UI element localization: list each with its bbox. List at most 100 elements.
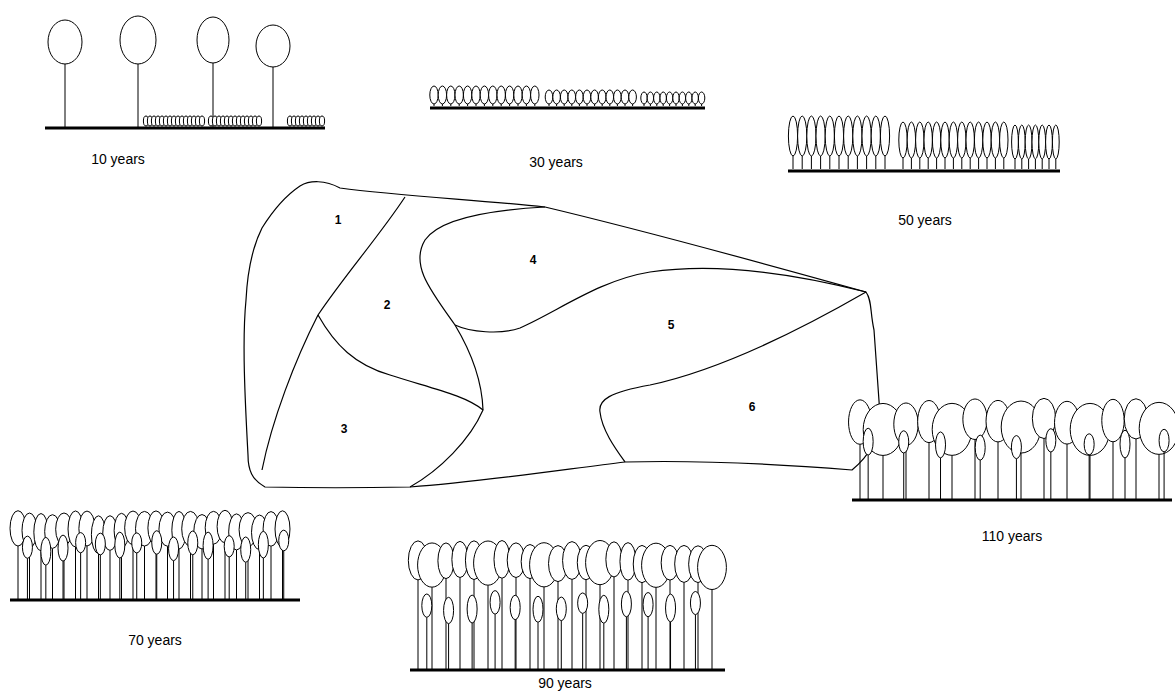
- tree-symbol: [115, 532, 125, 599]
- tree-symbol: [599, 595, 609, 669]
- tree-symbol: [120, 16, 156, 128]
- tree-symbol: [975, 435, 985, 499]
- tree-symbol: [22, 536, 32, 599]
- tree-symbol: [788, 116, 797, 169]
- tree-symbol: [1052, 125, 1059, 169]
- tree-symbol: [505, 86, 513, 106]
- tree-symbol: [455, 86, 463, 106]
- tree-symbol: [489, 86, 497, 106]
- tree-symbol: [279, 530, 289, 599]
- tree-symbol: [614, 90, 622, 106]
- ground-lines: [10, 108, 1172, 670]
- region-boundary: [262, 197, 405, 470]
- tree-symbol: [798, 116, 807, 169]
- tree-symbol: [568, 90, 576, 106]
- tree-symbol: [666, 92, 672, 106]
- tree-symbol: [916, 122, 924, 169]
- tree-symbol: [256, 116, 261, 126]
- tree-symbol: [48, 20, 82, 128]
- region-boundary: [318, 315, 483, 410]
- tree-symbol: [1046, 125, 1053, 169]
- tree-symbol: [258, 531, 268, 599]
- tree-symbol: [816, 116, 825, 169]
- tree-symbol: [490, 591, 500, 669]
- tree-symbol: [880, 116, 889, 169]
- tree-symbol: [438, 86, 446, 106]
- tree-symbol: [576, 90, 584, 106]
- tree-symbol: [533, 596, 543, 669]
- tree-symbol: [1000, 122, 1008, 169]
- stand-age-label: 10 years: [91, 152, 145, 167]
- tree-symbol: [1032, 398, 1055, 499]
- tree-symbol: [629, 90, 637, 106]
- tree-symbol: [553, 90, 561, 106]
- tree-symbol: [825, 116, 834, 169]
- tree-symbol: [241, 537, 251, 599]
- region-boundary: [410, 207, 545, 487]
- tree-symbol: [1039, 125, 1046, 169]
- tree-symbol: [1139, 402, 1175, 499]
- tree-symbol: [169, 537, 179, 599]
- tree-symbol: [560, 90, 568, 106]
- tree-symbol: [598, 90, 606, 106]
- tree-symbol: [58, 535, 68, 599]
- tree-symbol: [974, 122, 982, 169]
- tree-symbol: [444, 597, 454, 669]
- tree-symbol: [467, 595, 477, 669]
- tree-symbol: [152, 531, 162, 599]
- tree-symbol: [621, 90, 629, 106]
- tree-symbol: [966, 122, 974, 169]
- tree-symbol: [319, 116, 324, 126]
- tree-symbol: [924, 122, 932, 169]
- tree-symbol: [1159, 429, 1169, 499]
- tree-symbol: [41, 537, 51, 599]
- tree-symbol: [197, 17, 229, 128]
- tree-symbol: [679, 92, 685, 106]
- tree-symbol: [654, 92, 660, 106]
- tree-symbol: [686, 92, 692, 106]
- tree-symbol: [1018, 125, 1025, 169]
- tree-symbol: [958, 122, 966, 169]
- tree-symbol: [578, 593, 588, 669]
- tree-symbol: [1084, 434, 1094, 499]
- region-number: 6: [749, 401, 756, 414]
- tree-symbol: [203, 532, 213, 599]
- tree-symbol: [660, 92, 666, 106]
- tree-symbol: [1011, 436, 1021, 499]
- tree-symbol: [1032, 125, 1039, 169]
- tree-symbol: [522, 86, 530, 106]
- ground-line: [410, 669, 725, 672]
- ground-line: [45, 127, 325, 130]
- tree-symbol: [643, 593, 653, 669]
- tree-symbol: [447, 86, 455, 106]
- tree-symbol: [188, 531, 198, 599]
- tree-symbol: [545, 90, 553, 106]
- region-number: 2: [384, 299, 391, 312]
- map-outline: [244, 182, 880, 488]
- tree-symbol: [480, 86, 488, 106]
- tree-symbol: [941, 122, 949, 169]
- region-number: 4: [530, 254, 537, 267]
- tree-symbol: [275, 511, 290, 599]
- tree-symbol: [983, 122, 991, 169]
- tree-symbol: [76, 533, 86, 599]
- tree-symbol: [641, 92, 647, 106]
- tree-symbol: [224, 536, 234, 599]
- tree-symbol: [936, 432, 946, 499]
- region-boundary: [455, 269, 866, 332]
- tree-symbol: [422, 594, 432, 669]
- tree-symbol: [199, 116, 204, 126]
- tree-symbol: [698, 92, 704, 106]
- tree-symbol: [556, 597, 566, 669]
- tree-symbol: [430, 86, 438, 106]
- tree-symbol: [690, 591, 700, 669]
- tree-symbol: [606, 90, 614, 106]
- tree-symbol: [673, 92, 679, 106]
- tree-symbol: [692, 92, 698, 106]
- tree-symbol: [1046, 429, 1056, 499]
- tree-symbol: [807, 116, 816, 169]
- tree-symbol: [647, 92, 653, 106]
- tree-symbol: [666, 594, 676, 669]
- ground-line: [852, 499, 1172, 502]
